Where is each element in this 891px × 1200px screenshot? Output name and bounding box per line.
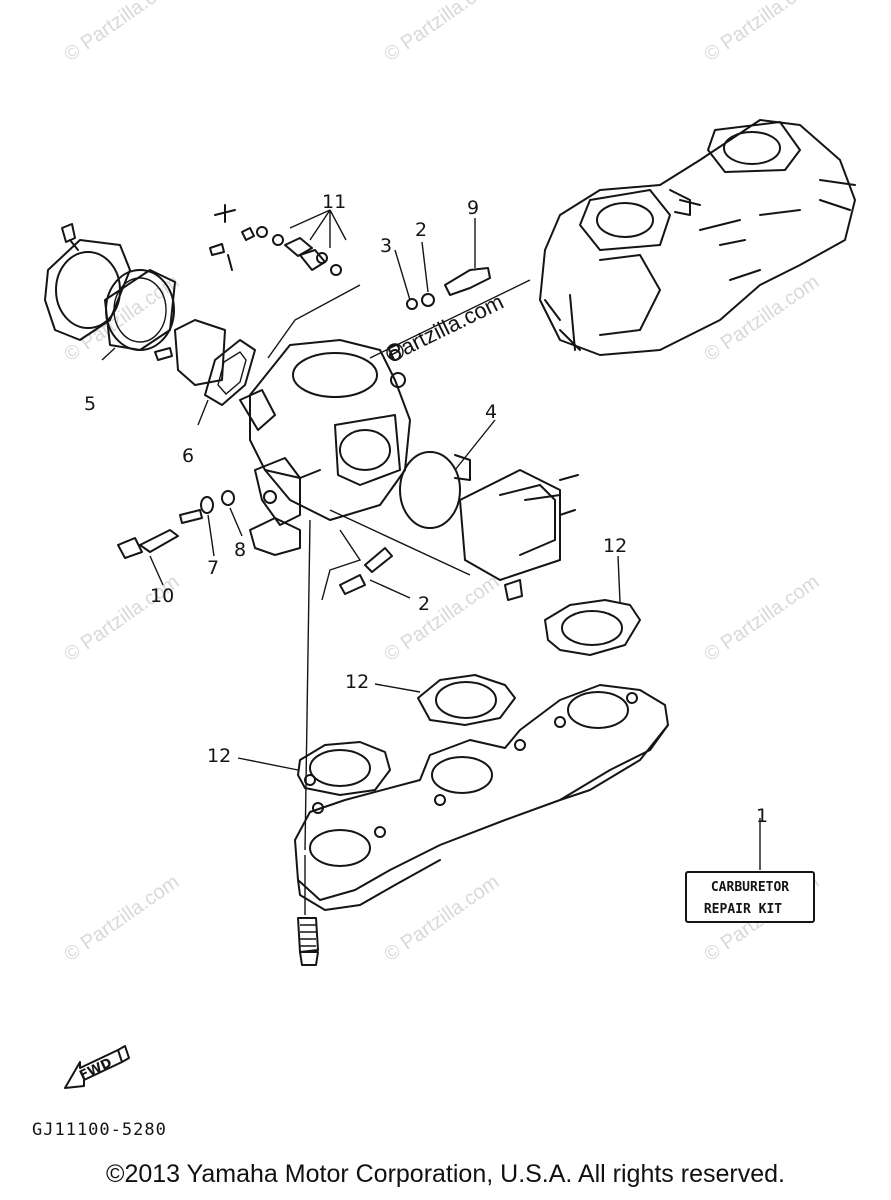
repair-kit-label-box [685,871,815,923]
watermark: © Partzilla.com [380,0,503,66]
callout-5: 5 [84,393,96,415]
callout-12b: 12 [345,671,369,693]
callout-11: 11 [322,191,346,213]
watermark: © Partzilla.com [60,0,183,66]
repair-kit-box: 1 CARBURETOR REPAIR KIT [685,805,815,923]
part-7-8-10-screws: 8 7 10 2 [117,457,430,615]
callout-6: 6 [182,445,194,467]
callout-4: 4 [485,401,497,423]
callout-2b: 2 [418,593,430,615]
callout-7: 7 [207,557,219,579]
part-6-gasket: 6 [182,339,256,467]
watermark: © Partzilla.com [700,571,823,666]
intake-manifold [294,684,669,911]
watermark: © Partzilla.com [380,871,503,966]
repair-kit-line1: CARBURETOR [711,880,789,895]
callout-9: 9 [467,197,479,219]
callout-12c: 12 [207,745,231,767]
leader-lines [304,509,471,851]
watermark: © Partzilla.com [60,871,183,966]
fwd-arrow-icon: FWD [64,1045,130,1089]
callout-3: 3 [380,235,392,257]
part-12-gaskets: 12 12 12 [207,535,641,796]
carburetor-body [239,339,411,556]
repair-kit-line2: REPAIR KIT [704,902,782,917]
callout-12a: 12 [603,535,627,557]
watermark: © Partzilla.com [700,0,823,66]
copyright-notice: ©2013 Yamaha Motor Corporation, U.S.A. A… [106,1160,785,1188]
callout-10: 10 [150,585,174,607]
callout-2a: 2 [415,219,427,241]
part-5-cover-diaphragm: 5 [44,223,226,415]
carburetor-assembly-bank [539,119,856,356]
diagram-code: GJ11100-5280 [32,1120,167,1140]
watermark: © Partzilla.com [380,571,503,666]
callout-1: 1 [756,805,768,827]
manifold-bolt [297,855,319,966]
callout-8: 8 [234,539,246,561]
part-2-3-9-jets: 3 2 9 [267,197,531,359]
part-11-pilot-screw-set: 11 [209,191,347,276]
part-4-pump-diaphragm-cover: 4 [399,401,579,601]
